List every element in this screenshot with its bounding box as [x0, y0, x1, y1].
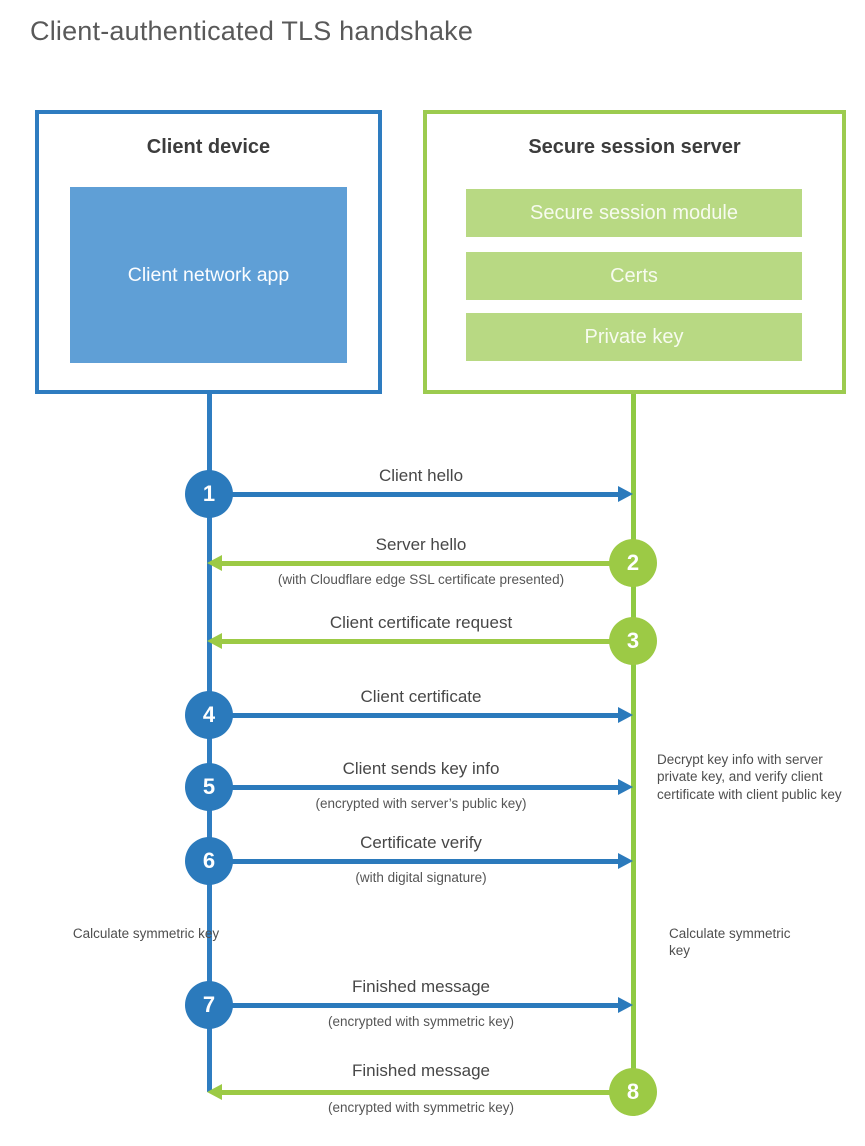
note-decrypt-key-info: Decrypt key info with server private key… [657, 752, 842, 802]
note-calculate-symmetric-key-server: Calculate symmetric key [669, 926, 791, 959]
step-8-message-label: Finished message [352, 1061, 490, 1080]
note-calculate-symmetric-key-client: Calculate symmetric key [72, 926, 220, 941]
step-4-number-badge: 4 [185, 691, 233, 739]
step-2-message-sublabel: (with Cloudflare edge SSL certificate pr… [277, 572, 565, 587]
step-6-message-sublabel: (with digital signature) [355, 870, 487, 885]
step-8-message-sublabel: (encrypted with symmetric key) [327, 1100, 515, 1115]
client-lifeline [207, 394, 212, 1092]
step-3-arrowhead-left-icon [207, 633, 222, 649]
step-1-message-label: Client hello [378, 466, 464, 485]
step-7-message-label: Finished message [352, 977, 490, 996]
step-5-arrow-line [209, 785, 620, 790]
step-1-arrow-line [209, 492, 620, 497]
step-4-arrowhead-right-icon [618, 707, 633, 723]
step-5-number-badge: 5 [185, 763, 233, 811]
step-3-arrow-line [222, 639, 633, 644]
step-2-message-label: Server hello [375, 535, 467, 554]
step-2-arrowhead-left-icon [207, 555, 222, 571]
step-4-arrow-line [209, 713, 620, 718]
step-7-arrowhead-right-icon [618, 997, 633, 1013]
step-6-message-label: Certificate verify [360, 833, 482, 852]
step-5-message-sublabel: (encrypted with server’s public key) [315, 796, 527, 811]
step-1-arrowhead-right-icon [618, 486, 633, 502]
page-title: Client-authenticated TLS handshake [30, 16, 474, 46]
server-module-bar-private-key: Private key [466, 313, 802, 361]
step-2-number-badge: 2 [609, 539, 657, 587]
step-2-arrow-line [222, 561, 633, 566]
step-6-arrow-line [209, 859, 620, 864]
server-module-bar-certs: Certs [466, 252, 802, 300]
step-8-arrow-line [222, 1090, 633, 1095]
secure-session-server-title: Secure session server [528, 136, 741, 158]
step-3-message-label: Client certificate request [329, 613, 513, 632]
step-8-number-badge: 8 [609, 1068, 657, 1116]
server-lifeline [631, 394, 636, 1100]
client-network-app-box: Client network app [70, 187, 347, 363]
step-1-number-badge: 1 [185, 470, 233, 518]
step-6-number-badge: 6 [185, 837, 233, 885]
step-3-number-badge: 3 [609, 617, 657, 665]
step-7-message-sublabel: (encrypted with symmetric key) [327, 1014, 515, 1029]
server-module-bar-secure-session-module: Secure session module [466, 189, 802, 237]
step-8-arrowhead-left-icon [207, 1084, 222, 1100]
client-network-app-label: Client network app [127, 263, 290, 286]
step-4-message-label: Client certificate [360, 687, 482, 706]
step-7-number-badge: 7 [185, 981, 233, 1029]
client-device-title: Client device [146, 136, 271, 158]
step-7-arrow-line [209, 1003, 620, 1008]
step-5-message-label: Client sends key info [342, 759, 500, 778]
step-5-arrowhead-right-icon [618, 779, 633, 795]
step-6-arrowhead-right-icon [618, 853, 633, 869]
